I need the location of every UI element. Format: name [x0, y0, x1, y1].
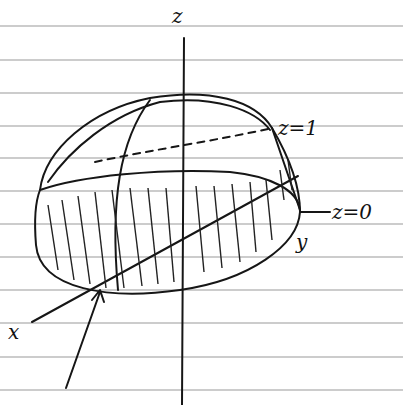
axis-label: z [172, 6, 183, 26]
z-axis [182, 38, 184, 405]
plane-label: z=0 [332, 202, 372, 222]
x-axis [32, 176, 298, 322]
axis-label: y [296, 232, 307, 252]
arrow [66, 290, 104, 388]
side-edge [272, 128, 300, 210]
plane-z1 [95, 128, 272, 162]
outer-surface [35, 95, 300, 294]
plane-label: z=1 [278, 118, 318, 138]
hatching [48, 160, 292, 288]
paper-lines [0, 26, 403, 390]
y-axis [300, 211, 330, 213]
axis-label: x [8, 322, 19, 342]
dome-curve [48, 100, 270, 182]
